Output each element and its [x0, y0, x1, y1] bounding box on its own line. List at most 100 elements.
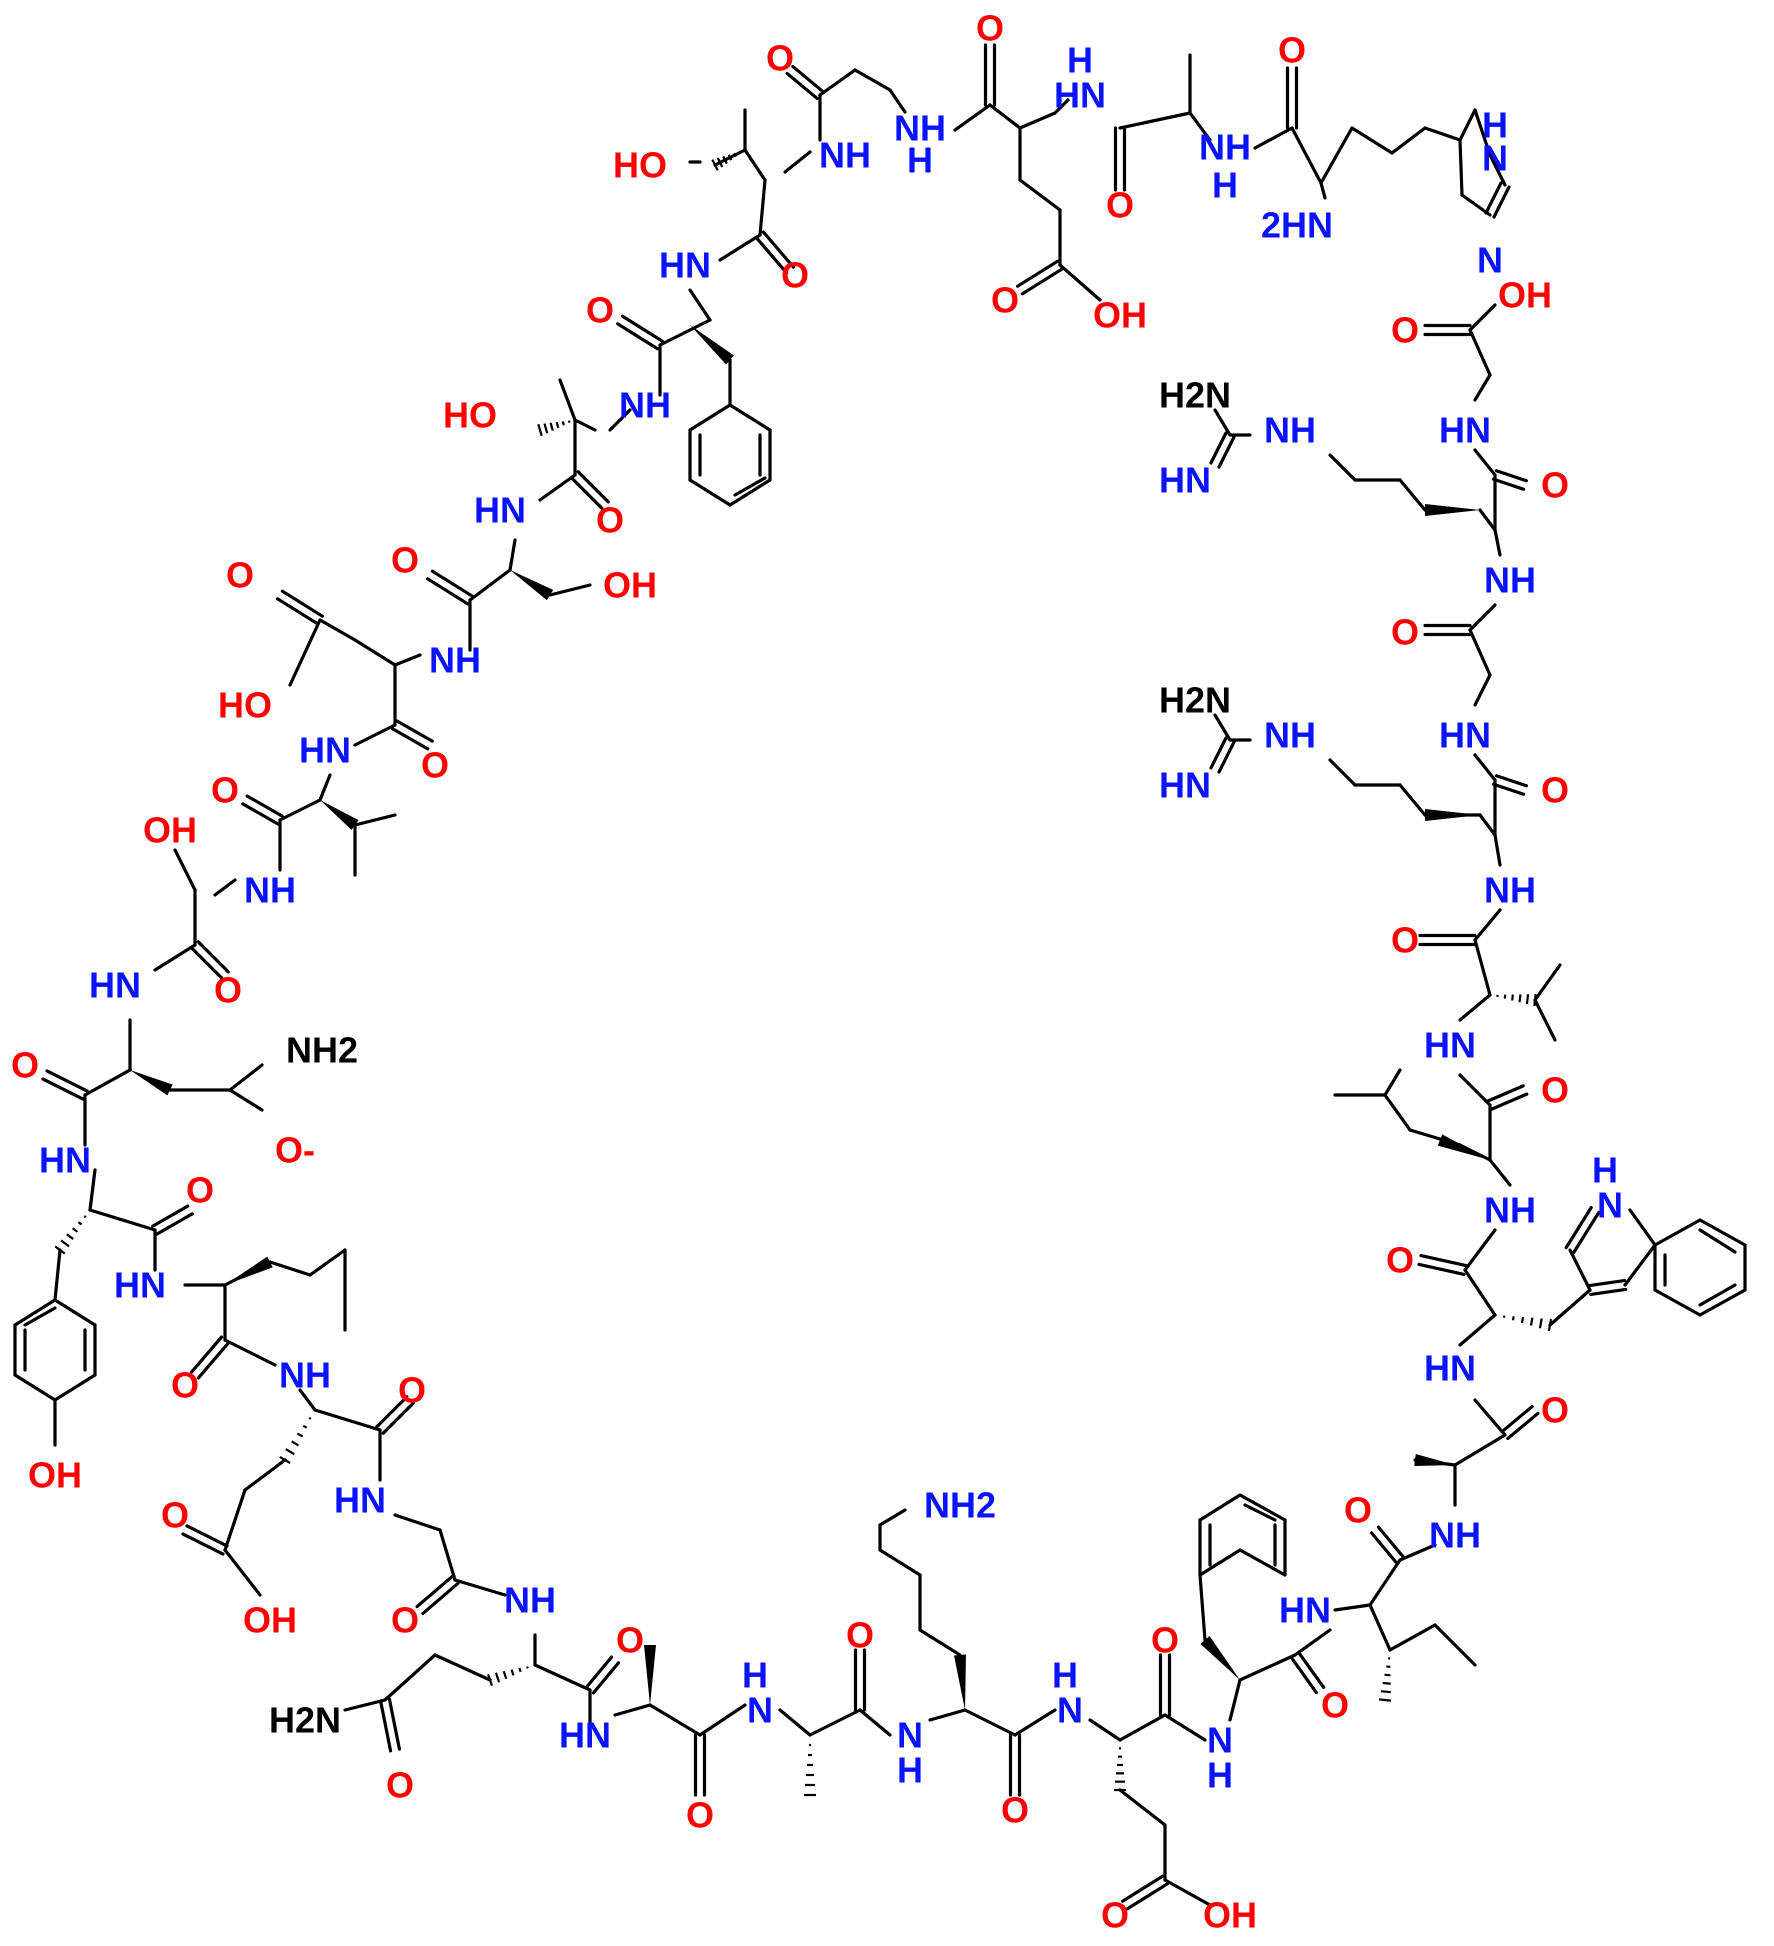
- trp-leu-amide: NH: [1484, 1190, 1536, 1231]
- bond: [1433, 1623, 1477, 1667]
- bond: [223, 1488, 247, 1552]
- glu2-gly-amide: HN: [334, 1480, 386, 1521]
- bond: [353, 813, 397, 827]
- ser-oh: OH: [603, 565, 657, 606]
- wedge-bond: [130, 1070, 173, 1096]
- phe2-ring: [1238, 1548, 1287, 1577]
- hash-bond: [716, 157, 724, 168]
- bond: [1383, 1068, 1402, 1097]
- bond: [23, 1306, 57, 1327]
- double-bond: [570, 476, 604, 510]
- bond: [508, 538, 517, 572]
- bond: [1118, 1788, 1167, 1827]
- bond: [1253, 126, 1294, 150]
- hash-bond: [308, 1416, 312, 1420]
- phe-thr-amide: NH: [619, 385, 671, 426]
- double-bond: [785, 71, 819, 101]
- hash-bond: [510, 1669, 515, 1676]
- undefined: H2N: [269, 1700, 341, 1741]
- bond: [1198, 1573, 1207, 1642]
- hash-bond: [526, 1666, 529, 1669]
- bond: [1468, 303, 1497, 332]
- bond: [1368, 1558, 1402, 1607]
- double-bond: [1494, 469, 1529, 483]
- bond: [1478, 813, 1497, 837]
- bond: [608, 408, 632, 432]
- bond: [1493, 833, 1502, 867]
- arg1-carbonyl-o: O: [1541, 770, 1569, 811]
- double-bond: [426, 577, 470, 606]
- double-bond: [181, 1532, 225, 1556]
- bond: [718, 233, 762, 262]
- wedge-bond: [510, 570, 554, 601]
- bond: [1533, 998, 1557, 1042]
- arg2-carbonyl-o: O: [1541, 465, 1569, 506]
- bond: [1088, 1718, 1122, 1742]
- bond: [858, 1708, 892, 1737]
- double-bond: [1587, 1278, 1626, 1288]
- arg2-side-nh: NH: [1264, 410, 1316, 451]
- bond: [153, 943, 197, 972]
- bond: [928, 1708, 967, 1722]
- double-bond: [791, 64, 825, 94]
- bond: [1473, 908, 1502, 942]
- lys-glu-amide: N: [1057, 1690, 1083, 1731]
- imidazole: [1458, 108, 1477, 142]
- leu2-carbonyl-o: O: [1541, 1070, 1569, 1111]
- hash-bond: [83, 1215, 87, 1219]
- double-bond: [1486, 1084, 1525, 1103]
- phe-ring: [688, 403, 732, 432]
- tyr-ring: [13, 1298, 57, 1327]
- ser2-oh: OH: [143, 810, 197, 851]
- arg2-gly-amide: HN: [1439, 410, 1491, 451]
- double-bond: [1020, 267, 1064, 296]
- wedge-bond: [1414, 1454, 1455, 1466]
- bond: [1628, 1208, 1657, 1247]
- ala2-ala-amide: N: [747, 1690, 773, 1731]
- bond: [393, 1513, 442, 1532]
- bond: [918, 1628, 962, 1657]
- bond: [1398, 783, 1427, 817]
- double-bond: [1297, 1650, 1326, 1689]
- double-bond: [151, 1204, 190, 1228]
- his-chain: [1350, 126, 1394, 155]
- bond: [53, 1248, 62, 1302]
- bond: [268, 1260, 312, 1277]
- glu-side-o: O: [991, 280, 1019, 321]
- bond: [438, 1528, 457, 1582]
- amide-h: H: [742, 1655, 768, 1696]
- wedge-bond: [1425, 504, 1480, 516]
- thr-phe-amide: HN: [659, 245, 711, 286]
- double-bond: [1209, 431, 1228, 465]
- tyr-ring: [13, 1373, 57, 1402]
- bond: [613, 1703, 652, 1717]
- hash-bond: [279, 1455, 291, 1465]
- bond: [1213, 408, 1232, 437]
- bond: [173, 848, 197, 892]
- arg2-imine: HN: [1159, 460, 1211, 501]
- gly3-arg-amide: NH: [1484, 560, 1536, 601]
- bond: [393, 653, 422, 667]
- bond: [953, 103, 992, 132]
- bond: [1018, 178, 1062, 212]
- hash-bond: [494, 1672, 501, 1683]
- thr-oh: HO: [613, 145, 667, 186]
- double-bond: [584, 1655, 614, 1689]
- leu2-val-amide: HN: [1424, 1025, 1476, 1066]
- gly-carbonyl-o: O: [766, 38, 794, 79]
- bond: [223, 1338, 277, 1367]
- double-bond: [1376, 1525, 1406, 1559]
- thr2-ser-amide: HN: [474, 490, 526, 531]
- hash-bond: [66, 1233, 74, 1240]
- hash-bond: [1520, 1316, 1525, 1324]
- bond: [1493, 528, 1502, 557]
- double-bond: [1589, 1287, 1628, 1297]
- double-bond: [430, 569, 474, 598]
- double-bond: [1494, 774, 1529, 788]
- hash-bond: [567, 420, 571, 423]
- bond: [1473, 938, 1492, 997]
- wedge-bond: [1437, 1134, 1490, 1160]
- bond: [1328, 758, 1357, 787]
- bond: [88, 1208, 157, 1232]
